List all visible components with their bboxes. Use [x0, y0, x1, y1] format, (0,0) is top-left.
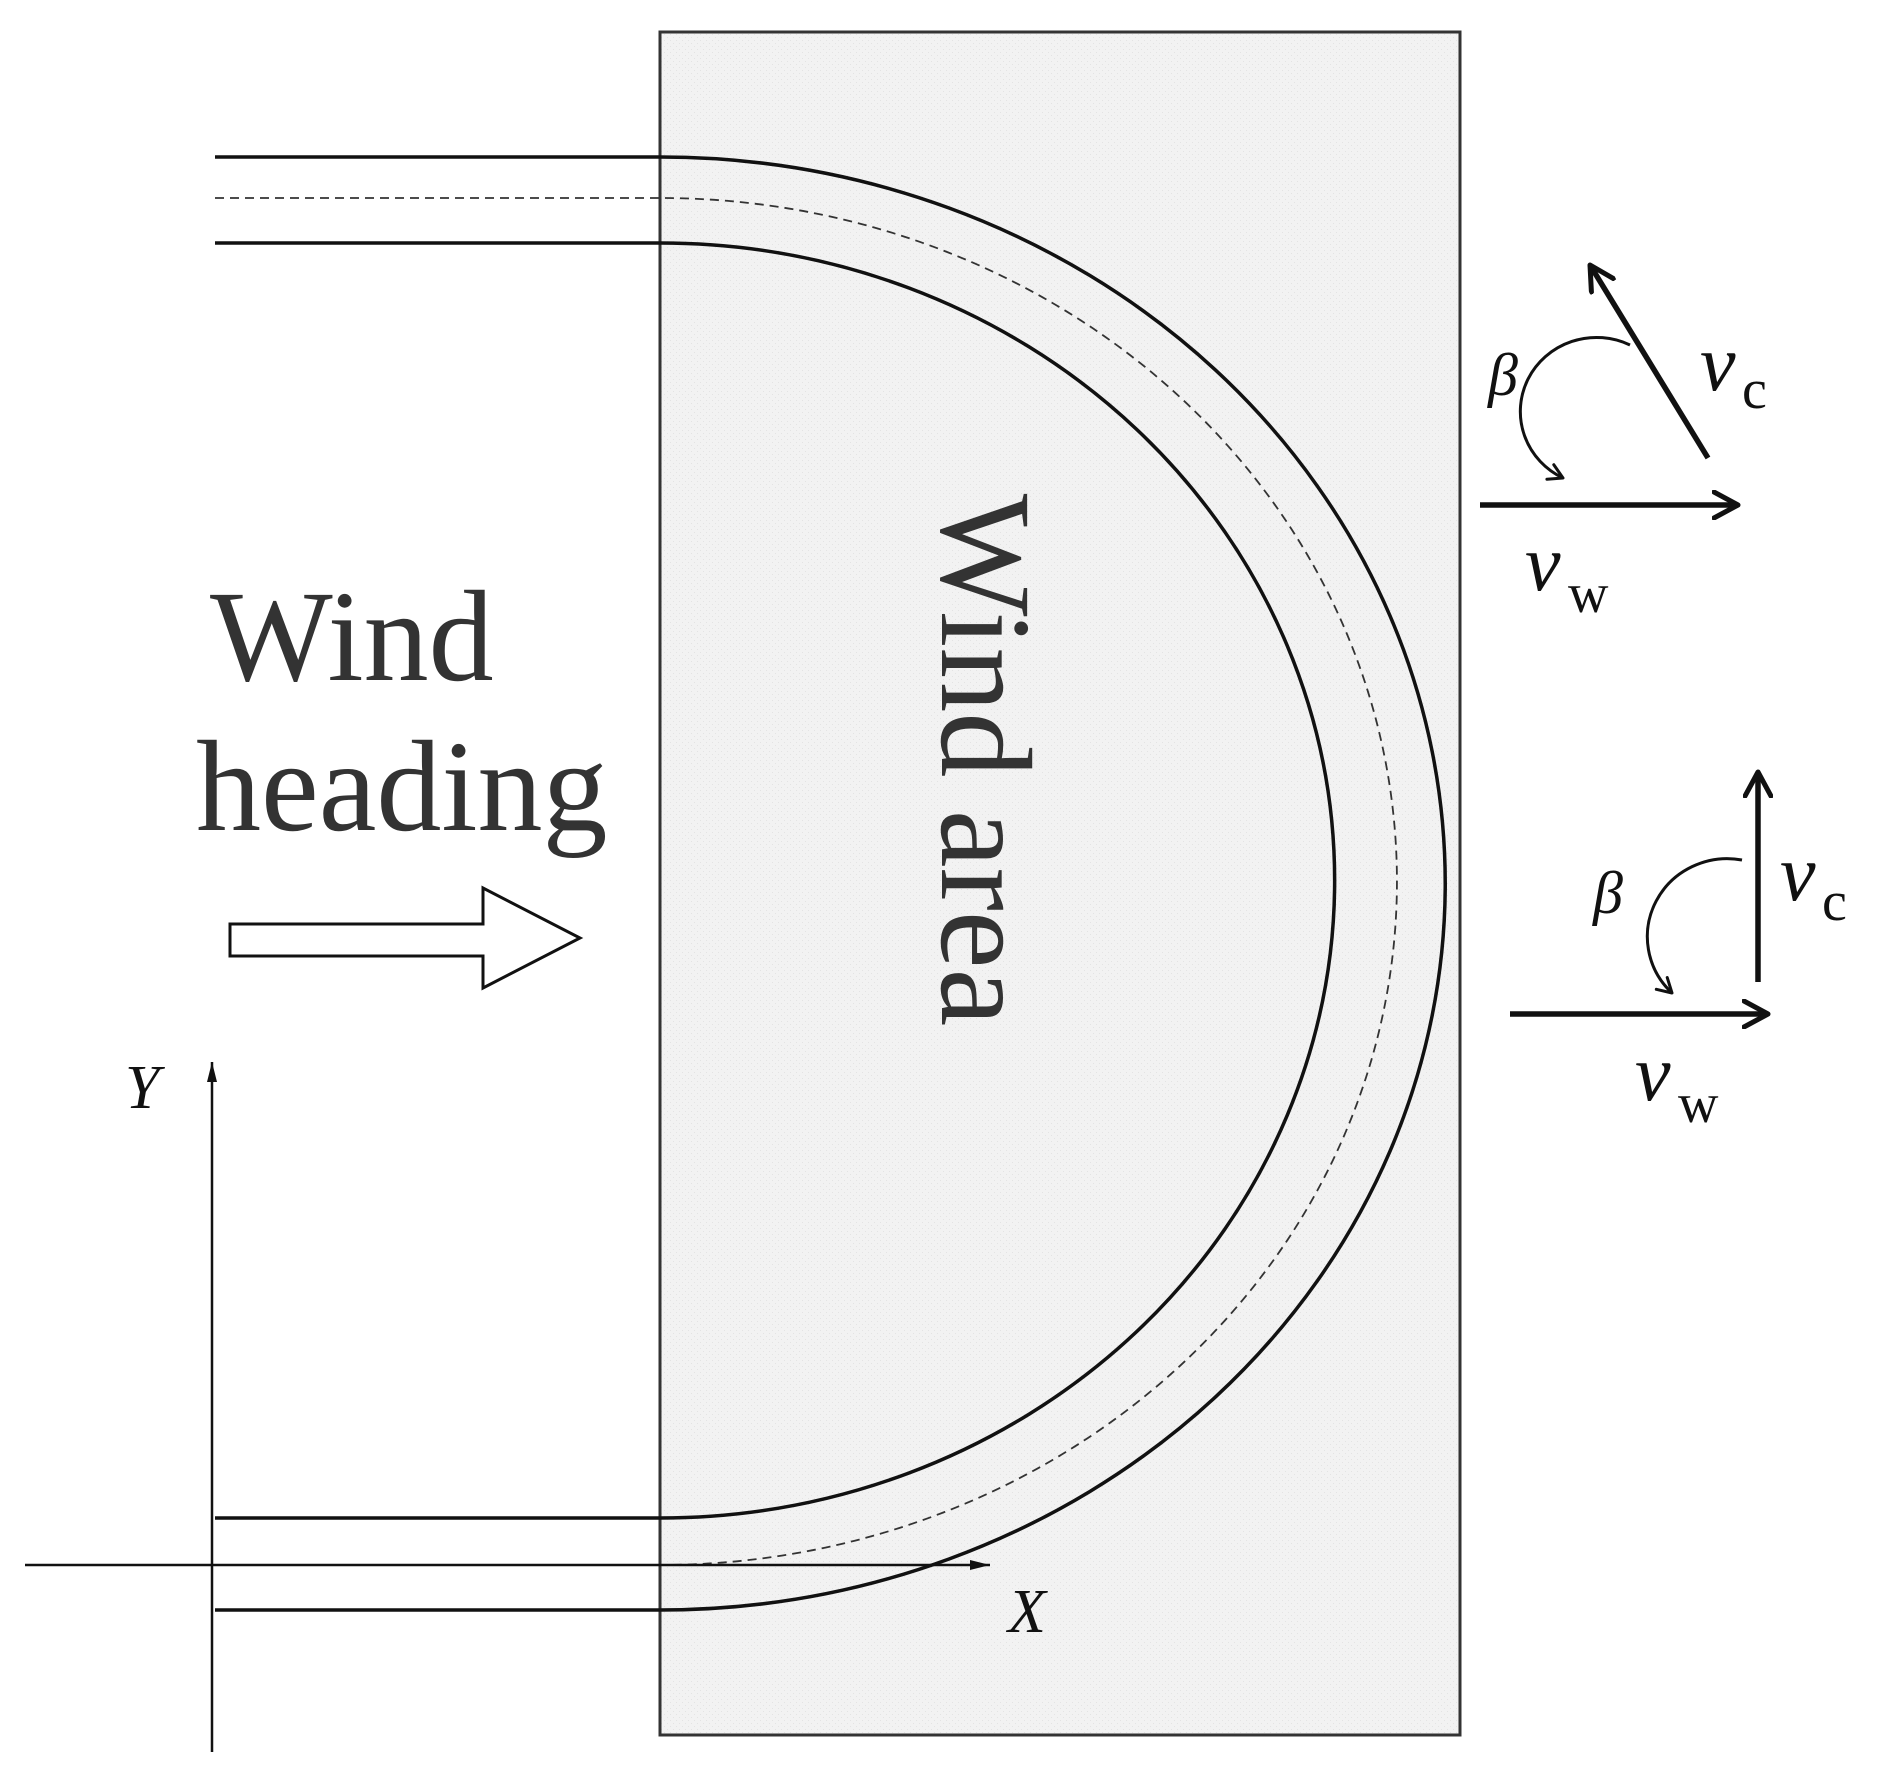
wind-area-label: Wind area	[913, 494, 1057, 1027]
vw-label-upper: v w	[1525, 520, 1609, 625]
vc-symbol-lower: v	[1780, 830, 1816, 918]
path-centerline	[215, 197, 1398, 1566]
path-inner-boundary	[215, 241, 1337, 1520]
wind-area-region	[658, 30, 1462, 1737]
y-axis-label: Y	[125, 1054, 165, 1122]
path-outer-boundary	[215, 155, 1447, 1612]
vector-diagram-upper: β v c v w	[1480, 265, 1767, 625]
vc-subscript-lower: c	[1822, 871, 1847, 933]
vw-symbol-lower: v	[1635, 1030, 1671, 1118]
beta-label-upper: β	[1487, 342, 1518, 408]
vw-symbol-upper: v	[1525, 520, 1561, 608]
wind-heading-label-line1: Wind	[210, 565, 494, 709]
wind-heading-label-line2: heading	[196, 715, 608, 859]
beta-label-lower: β	[1592, 860, 1623, 926]
beta-angle-arc-lower	[1645, 857, 1743, 995]
current-velocity-vector-upper	[1590, 265, 1711, 460]
vw-subscript-lower: w	[1678, 1073, 1719, 1135]
vc-label-lower: v c	[1780, 830, 1847, 933]
vector-diagram-lower: β v c v w	[1510, 772, 1847, 1135]
x-axis-label: X	[1005, 1578, 1048, 1646]
vc-label-upper: v c	[1700, 320, 1767, 421]
vc-subscript-upper: c	[1742, 359, 1767, 421]
vw-label-lower: v w	[1635, 1030, 1719, 1135]
wind-heading-arrow	[228, 885, 584, 991]
vw-subscript-upper: w	[1568, 563, 1609, 625]
beta-angle-arc-upper	[1518, 335, 1631, 481]
vc-symbol-upper: v	[1700, 320, 1736, 408]
